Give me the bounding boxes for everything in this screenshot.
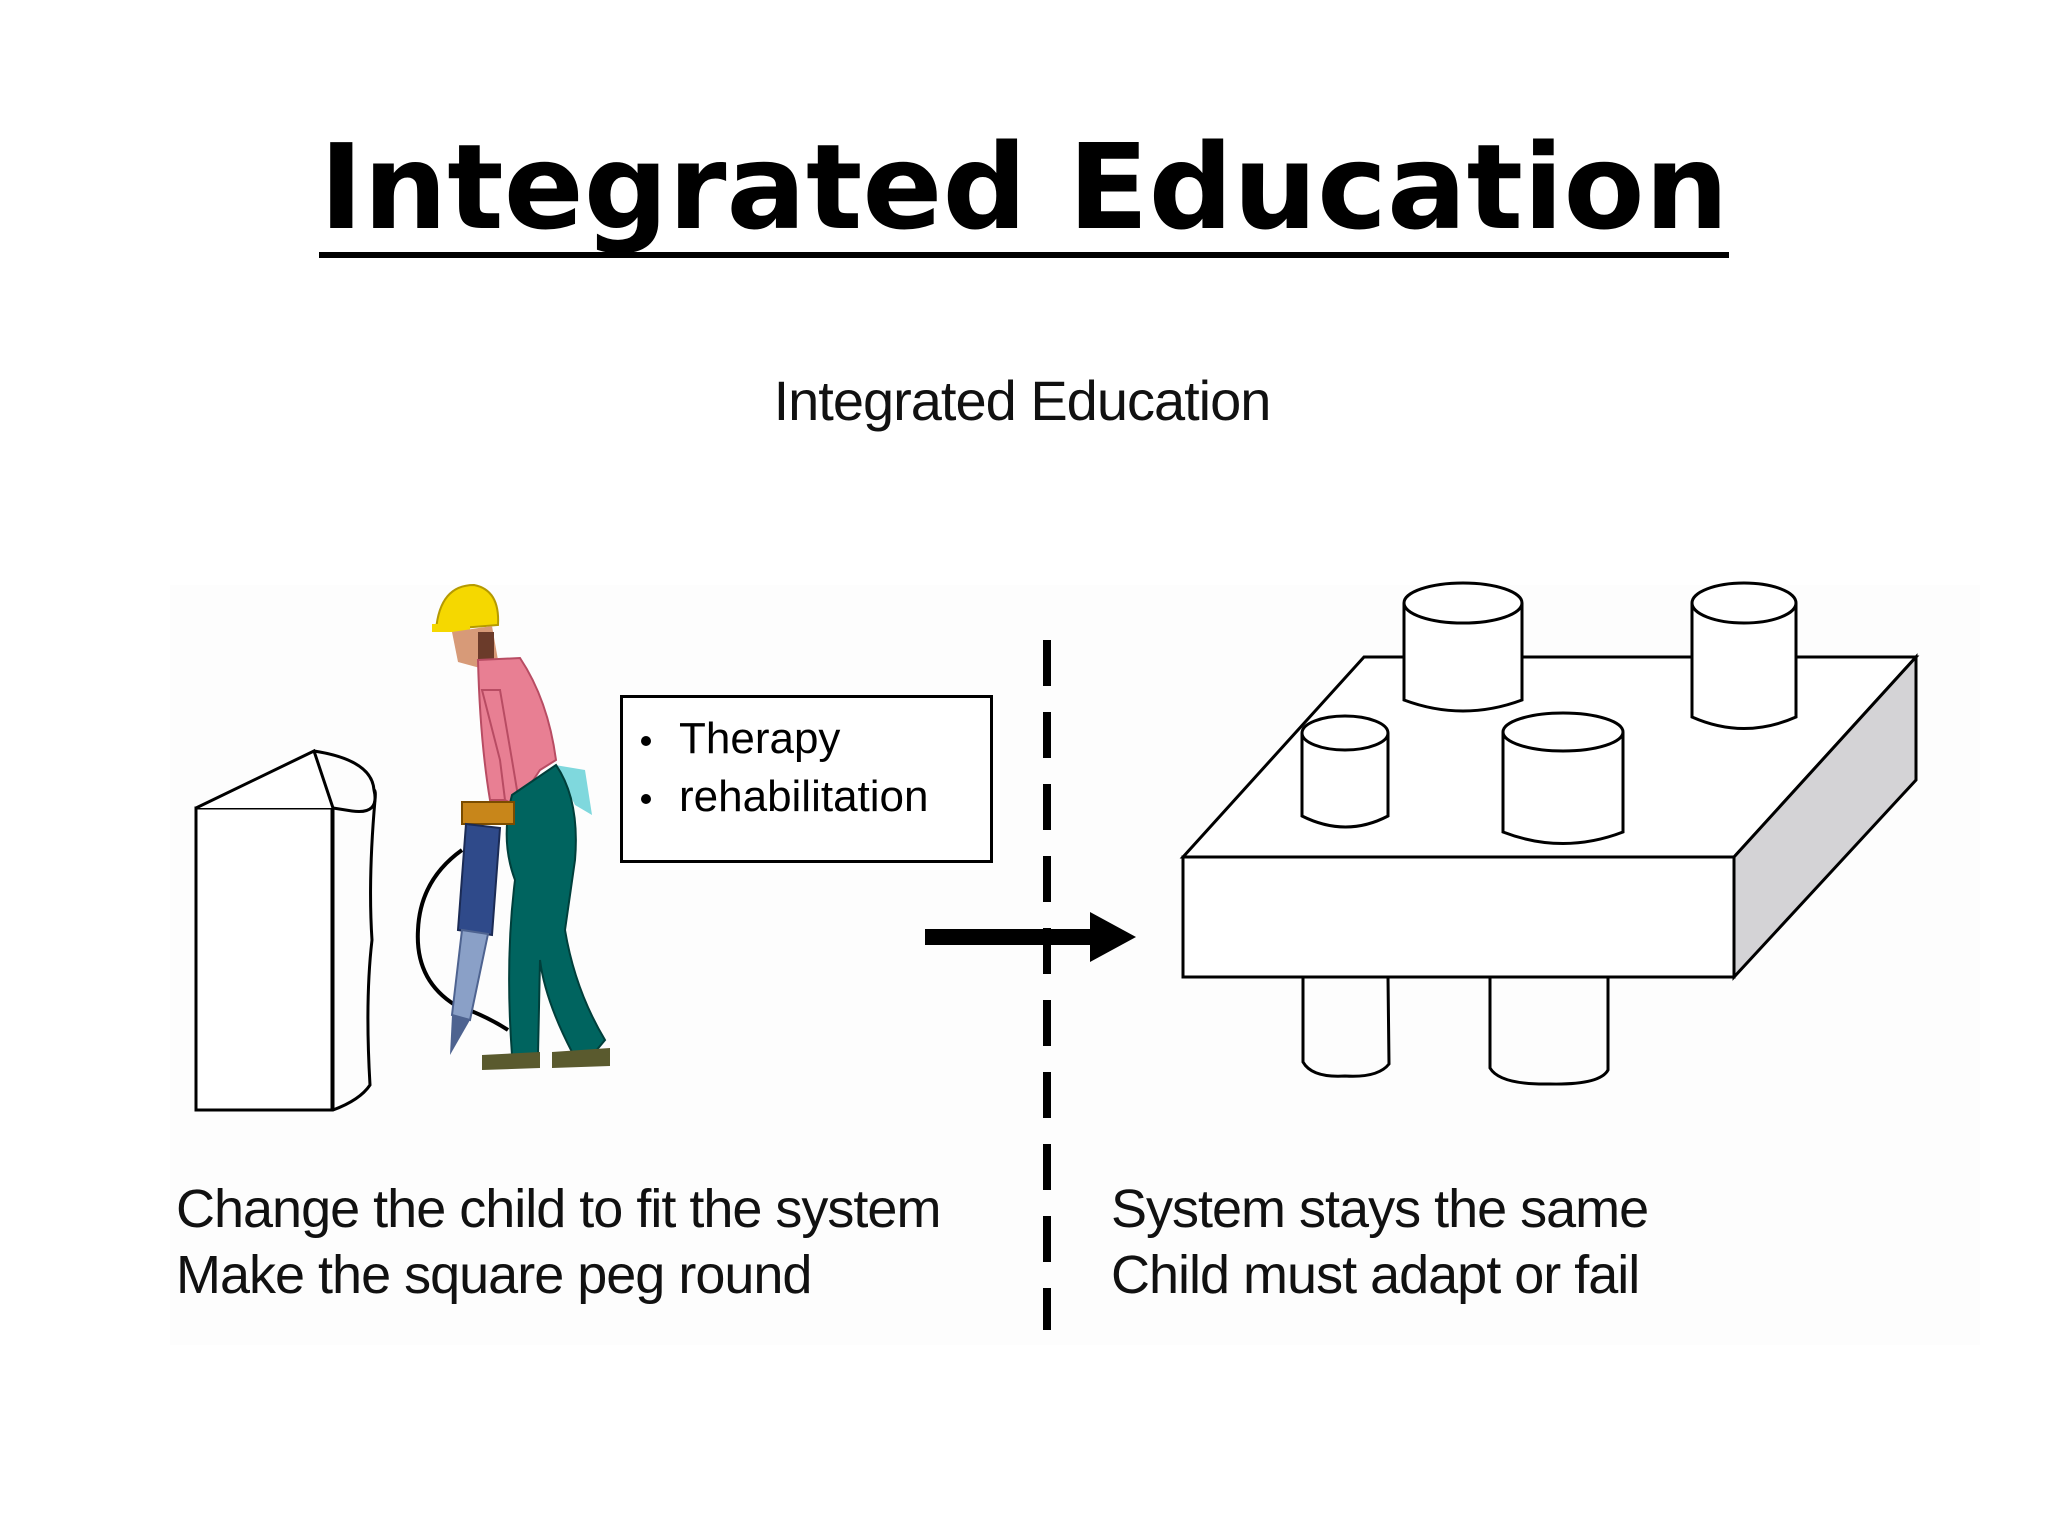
therapy-box: Therapy rehabilitation	[620, 695, 993, 863]
slide-title-text: Integrated Education	[319, 118, 1729, 258]
therapy-list-item: rehabilitation	[641, 768, 929, 826]
left-caption: Change the child to fit the system Make …	[176, 1176, 941, 1308]
right-caption: System stays the same Child must adapt o…	[1111, 1176, 1649, 1308]
therapy-item-label: rehabilitation	[679, 772, 929, 821]
therapy-list-item: Therapy	[641, 710, 929, 768]
slide-title: Integrated Education	[0, 128, 2048, 258]
right-arrow-icon	[925, 912, 1136, 962]
diagram-heading: Integrated Education	[773, 369, 1272, 432]
pegboard-block-icon	[1179, 581, 1920, 1086]
right-caption-line1: System stays the same	[1111, 1179, 1649, 1239]
worker-with-jackhammer-icon	[415, 583, 610, 1070]
left-caption-line1: Change the child to fit the system	[176, 1179, 941, 1239]
therapy-item-label: Therapy	[679, 714, 841, 763]
left-caption-line2: Make the square peg round	[176, 1245, 812, 1305]
therapy-list: Therapy rehabilitation	[641, 710, 929, 826]
bullet-icon	[641, 794, 651, 805]
bullet-icon	[641, 736, 651, 747]
right-caption-line2: Child must adapt or fail	[1111, 1245, 1640, 1305]
square-peg-block-icon	[194, 748, 377, 1112]
